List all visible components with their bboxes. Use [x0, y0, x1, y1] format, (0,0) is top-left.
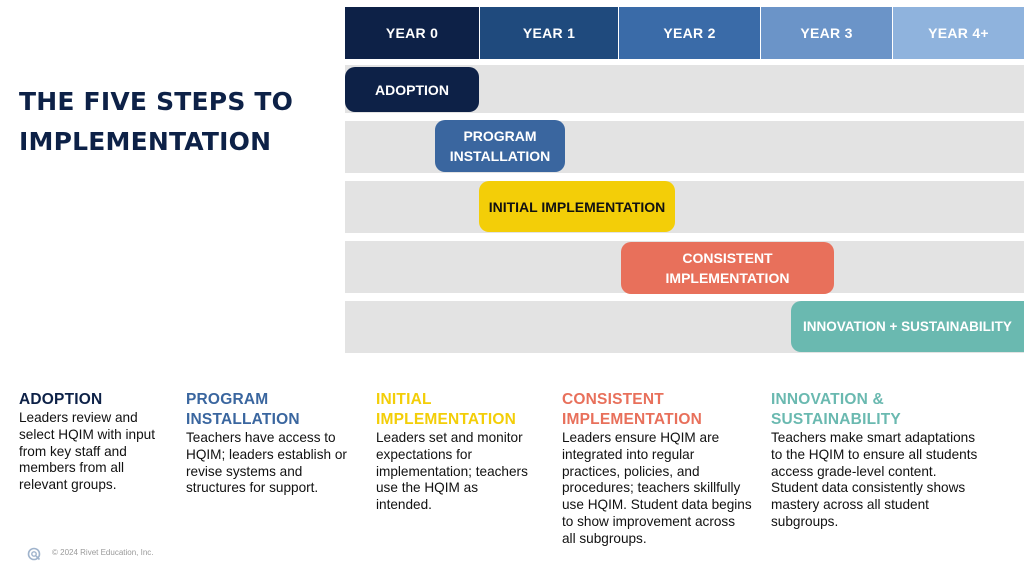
consistent-implementation-pill-label: CONSISTENT IMPLEMENTATION [665, 250, 790, 286]
step-heading: ADOPTION [19, 391, 103, 408]
step-description-program-installation: PROGRAM INSTALLATION Teachers have acces… [186, 390, 351, 497]
copyright-text: © 2024 Rivet Education, Inc. [52, 548, 154, 557]
year-label: YEAR 2 [663, 25, 716, 41]
year-header-0: YEAR 0 [345, 7, 479, 59]
step-description-innovation-sustainability: INNOVATION & SUSTAINABILITY Teachers mak… [771, 390, 986, 531]
consistent-implementation-pill: CONSISTENT IMPLEMENTATION [621, 242, 834, 294]
year-label: YEAR 4+ [928, 25, 989, 41]
step-heading: PROGRAM INSTALLATION [186, 391, 300, 428]
step-heading: CONSISTENT IMPLEMENTATION [562, 391, 702, 428]
initial-implementation-pill-label: INITIAL IMPLEMENTATION [488, 198, 666, 215]
year-header-4: YEAR 4+ [893, 7, 1024, 59]
step-description-initial-implementation: INITIAL IMPLEMENTATION Leaders set and m… [376, 390, 536, 514]
year-header-2: YEAR 2 [619, 7, 760, 59]
initial-implementation-pill: INITIAL IMPLEMENTATION [479, 181, 675, 232]
step-description-consistent-implementation: CONSISTENT IMPLEMENTATION Leaders ensure… [562, 390, 752, 548]
year-header-1: YEAR 1 [480, 7, 618, 59]
program-installation-pill: PROGRAM INSTALLATION [435, 120, 565, 172]
year-label: YEAR 0 [385, 25, 439, 41]
step-heading: INITIAL IMPLEMENTATION [376, 391, 516, 428]
step-description-adoption: ADOPTION Leaders review and select HQIM … [19, 390, 169, 494]
adoption-pill-label: ADOPTION [375, 81, 449, 98]
year-label: YEAR 3 [800, 25, 853, 41]
step-heading: INNOVATION & SUSTAINABILITY [771, 391, 901, 428]
rivet-logo-icon [27, 547, 41, 561]
timeline-row-initial-implementation [345, 181, 1024, 233]
innovation-sustainability-pill-label: INNOVATION + SUSTAINABILITY [803, 318, 1012, 334]
innovation-sustainability-pill: INNOVATION + SUSTAINABILITY [791, 301, 1024, 352]
step-body: Teachers make smart adaptations to the H… [771, 430, 978, 529]
step-body: Leaders review and select HQIM with inpu… [19, 410, 155, 493]
step-body: Leaders set and monitor expectations for… [376, 430, 528, 513]
adoption-pill: ADOPTION [345, 67, 479, 112]
program-installation-pill-label: PROGRAM INSTALLATION [449, 128, 551, 164]
page-title: THE FIVE STEPS TO IMPLEMENTATION [19, 87, 294, 156]
year-label: YEAR 1 [522, 25, 576, 41]
year-header-3: YEAR 3 [761, 7, 892, 59]
step-body: Leaders ensure HQIM are integrated into … [562, 430, 752, 546]
step-body: Teachers have access to HQIM; leaders es… [186, 430, 347, 496]
